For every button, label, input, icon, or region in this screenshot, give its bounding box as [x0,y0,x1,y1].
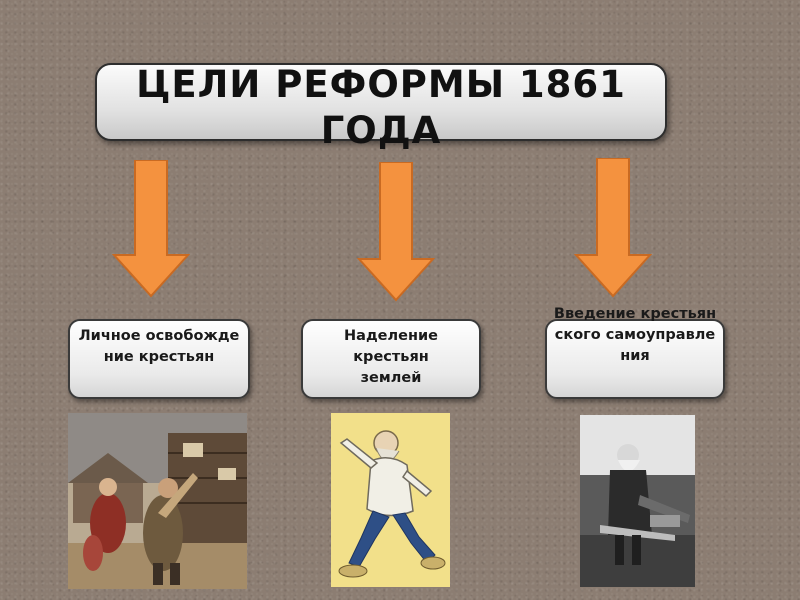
photo-peasant-with-plough [580,415,695,587]
arrow-down-icon-right [574,158,652,298]
illustration-peasant-family [68,413,247,589]
arrow-down-icon-center [357,162,435,302]
illustration-dancing-peasant [331,413,450,587]
goal-box-liberation [68,319,250,399]
title-box [95,63,667,141]
goal-label-land: Наделение крестьян землей [344,328,438,386]
goal-box-land [301,319,481,399]
goal-label-liberation: Личное освобождение крестьян [78,328,240,365]
goal-box-self-government [545,319,725,399]
diagram-title: ЦЕЛИ РЕФОРМЫ 1861 ГОДА [136,63,626,152]
goal-label-self-government: Введение крестьянского самоуправления [553,306,717,364]
arrow-down-icon-left [112,160,190,298]
